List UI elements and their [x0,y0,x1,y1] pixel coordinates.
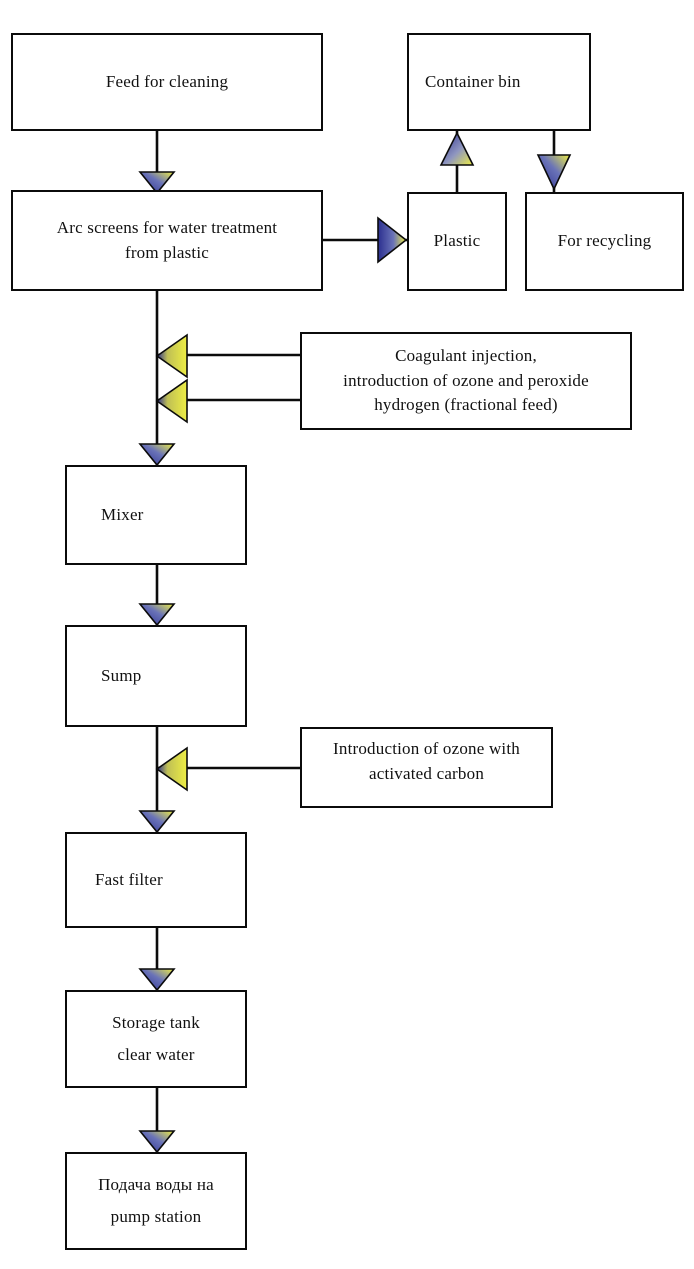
node-for-recycling-label: For recycling [557,231,652,251]
node-fast-filter-label: Fast filter [95,869,163,889]
node-fast-filter[interactable]: Fast filter [65,832,247,928]
arrowhead-right-arc-plastic [377,216,408,264]
arrowhead-down-arc-mixer [138,443,176,467]
node-feed[interactable]: Feed for cleaning [11,33,323,131]
arrowhead-down-mixer-sump [138,603,176,627]
node-coagulant-injection-label: Coagulant injection,introduction of ozon… [343,346,589,415]
node-for-recycling[interactable]: For recycling [525,192,684,291]
arrowhead-down-storage-pump [138,1130,176,1154]
arrowhead-down-container-recycle [536,154,572,191]
node-plastic-label: Plastic [433,231,481,251]
node-feed-label: Feed for cleaning [105,71,229,91]
arrowhead-up-plastic-container [439,131,475,166]
node-coagulant-injection[interactable]: Coagulant injection,introduction of ozon… [300,332,632,430]
node-container-bin-label: Container bin [425,71,521,91]
node-sump[interactable]: Sump [65,625,247,727]
node-plastic[interactable]: Plastic [407,192,507,291]
node-sump-label: Sump [101,665,142,685]
node-container-bin[interactable]: Container bin [407,33,591,131]
node-mixer[interactable]: Mixer [65,465,247,565]
arrowhead-down-filter-storage [138,968,176,992]
node-mixer-label: Mixer [101,504,144,524]
arrowhead-left-ozone-sump [155,746,188,792]
arrowhead-down-sump-filter [138,810,176,834]
arrowhead-left-coagulant-upper [155,333,188,379]
arrowhead-left-coagulant-lower [155,378,188,424]
